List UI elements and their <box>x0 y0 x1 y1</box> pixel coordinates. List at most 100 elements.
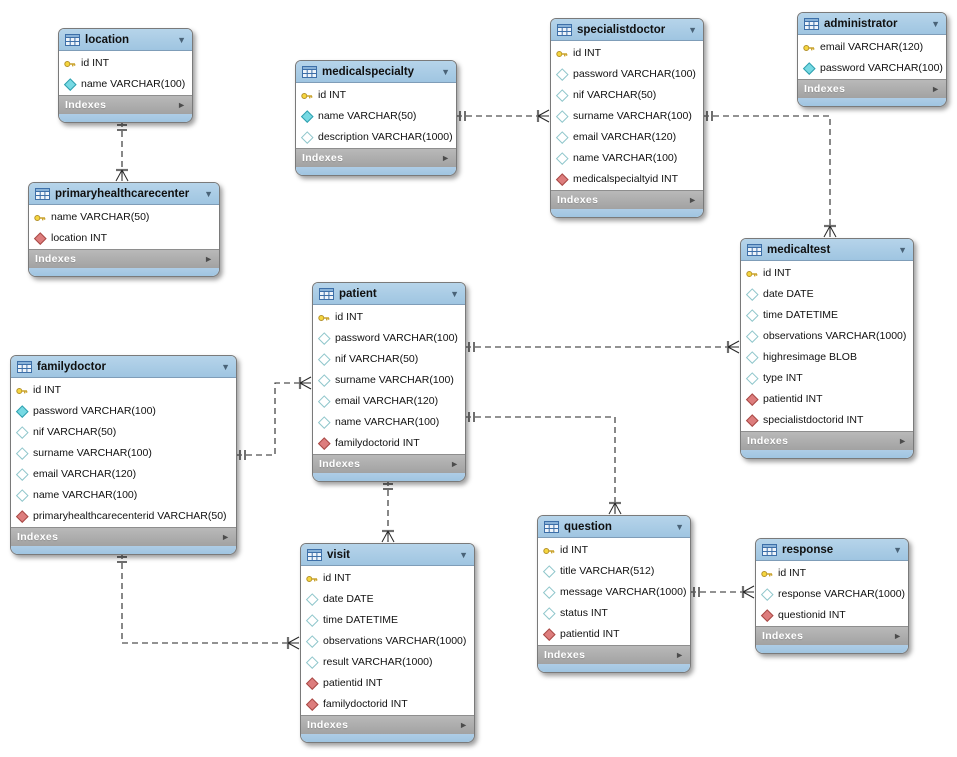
column-familydoctor-password[interactable]: password VARCHAR(100) <box>11 400 236 421</box>
column-familydoctor-nif[interactable]: nif VARCHAR(50) <box>11 421 236 442</box>
collapse-caret-icon[interactable]: ▼ <box>459 549 468 560</box>
column-question-patientid[interactable]: patientid INT <box>538 623 690 644</box>
table-header[interactable]: location ▼ <box>59 29 192 51</box>
indexes-expand-arrow-icon[interactable]: ► <box>441 152 450 163</box>
relationship-patient-question[interactable] <box>465 412 622 515</box>
column-familydoctor-primaryhealthcarecenterid[interactable]: primaryhealthcarecenterid VARCHAR(50) <box>11 505 236 526</box>
indexes-expand-arrow-icon[interactable]: ► <box>931 83 940 94</box>
column-medicaltest-observations[interactable]: observations VARCHAR(1000) <box>741 325 913 346</box>
column-visit-patientid[interactable]: patientid INT <box>301 672 474 693</box>
indexes-expand-arrow-icon[interactable]: ► <box>688 194 697 205</box>
indexes-expand-arrow-icon[interactable]: ► <box>177 99 186 110</box>
column-visit-familydoctorid[interactable]: familydoctorid INT <box>301 693 474 714</box>
column-patient-surname[interactable]: surname VARCHAR(100) <box>313 369 465 390</box>
column-question-id[interactable]: id INT <box>538 539 690 560</box>
table-header[interactable]: administrator ▼ <box>798 13 946 35</box>
column-specialistdoctor-email[interactable]: email VARCHAR(120) <box>551 126 703 147</box>
collapse-caret-icon[interactable]: ▼ <box>441 66 450 77</box>
column-medicalspecialty-name[interactable]: name VARCHAR(50) <box>296 105 456 126</box>
collapse-caret-icon[interactable]: ▼ <box>931 18 940 29</box>
column-primaryhealthcarecenter-name[interactable]: name VARCHAR(50) <box>29 206 219 227</box>
column-location-id[interactable]: id INT <box>59 52 192 73</box>
column-medicalspecialty-description[interactable]: description VARCHAR(1000) <box>296 126 456 147</box>
indexes-expand-arrow-icon[interactable]: ► <box>675 649 684 660</box>
column-familydoctor-surname[interactable]: surname VARCHAR(100) <box>11 442 236 463</box>
column-patient-email[interactable]: email VARCHAR(120) <box>313 390 465 411</box>
table-header[interactable]: response ▼ <box>756 539 908 561</box>
column-response-response[interactable]: response VARCHAR(1000) <box>756 583 908 604</box>
column-specialistdoctor-nif[interactable]: nif VARCHAR(50) <box>551 84 703 105</box>
column-patient-familydoctorid[interactable]: familydoctorid INT <box>313 432 465 453</box>
relationship-medicalspecialty-specialistdoctor[interactable] <box>456 109 550 123</box>
column-familydoctor-id[interactable]: id INT <box>11 379 236 400</box>
relationship-patient-medicaltest[interactable] <box>465 340 740 354</box>
indexes-expand-arrow-icon[interactable]: ► <box>221 531 230 542</box>
column-medicaltest-specialistdoctorid[interactable]: specialistdoctorid INT <box>741 409 913 430</box>
column-question-message[interactable]: message VARCHAR(1000) <box>538 581 690 602</box>
collapse-caret-icon[interactable]: ▼ <box>898 244 907 255</box>
column-visit-observations[interactable]: observations VARCHAR(1000) <box>301 630 474 651</box>
indexes-expand-arrow-icon[interactable]: ► <box>459 719 468 730</box>
table-header[interactable]: question ▼ <box>538 516 690 538</box>
collapse-caret-icon[interactable]: ▼ <box>204 188 213 199</box>
collapse-caret-icon[interactable]: ▼ <box>221 361 230 372</box>
indexes-expand-arrow-icon[interactable]: ► <box>450 458 459 469</box>
column-specialistdoctor-id[interactable]: id INT <box>551 42 703 63</box>
collapse-caret-icon[interactable]: ▼ <box>450 288 459 299</box>
collapse-caret-icon[interactable]: ▼ <box>893 544 902 555</box>
column-administrator-password[interactable]: password VARCHAR(100) <box>798 57 946 78</box>
column-medicalspecialty-id[interactable]: id INT <box>296 84 456 105</box>
table-header[interactable]: visit ▼ <box>301 544 474 566</box>
relationship-question-response[interactable] <box>690 585 755 599</box>
indexes-row[interactable]: Indexes ► <box>296 148 456 167</box>
column-primaryhealthcarecenter-location[interactable]: location INT <box>29 227 219 248</box>
table-header[interactable]: familydoctor ▼ <box>11 356 236 378</box>
column-question-title[interactable]: title VARCHAR(512) <box>538 560 690 581</box>
column-medicaltest-patientid[interactable]: patientid INT <box>741 388 913 409</box>
table-header[interactable]: specialistdoctor ▼ <box>551 19 703 41</box>
table-administrator[interactable]: administrator ▼ email VARCHAR(120)passwo… <box>797 12 947 107</box>
column-specialistdoctor-surname[interactable]: surname VARCHAR(100) <box>551 105 703 126</box>
indexes-row[interactable]: Indexes ► <box>313 454 465 473</box>
column-administrator-email[interactable]: email VARCHAR(120) <box>798 36 946 57</box>
relationship-familydoctor-patient[interactable] <box>236 376 312 460</box>
column-visit-result[interactable]: result VARCHAR(1000) <box>301 651 474 672</box>
column-patient-id[interactable]: id INT <box>313 306 465 327</box>
indexes-row[interactable]: Indexes ► <box>741 431 913 450</box>
column-familydoctor-email[interactable]: email VARCHAR(120) <box>11 463 236 484</box>
column-location-name[interactable]: name VARCHAR(100) <box>59 73 192 94</box>
column-question-status[interactable]: status INT <box>538 602 690 623</box>
indexes-row[interactable]: Indexes ► <box>798 79 946 98</box>
column-specialistdoctor-medicalspecialtyid[interactable]: medicalspecialtyid INT <box>551 168 703 189</box>
indexes-row[interactable]: Indexes ► <box>59 95 192 114</box>
column-medicaltest-highresimage[interactable]: highresimage BLOB <box>741 346 913 367</box>
indexes-row[interactable]: Indexes ► <box>11 527 236 546</box>
column-patient-nif[interactable]: nif VARCHAR(50) <box>313 348 465 369</box>
indexes-row[interactable]: Indexes ► <box>551 190 703 209</box>
column-response-id[interactable]: id INT <box>756 562 908 583</box>
indexes-expand-arrow-icon[interactable]: ► <box>204 253 213 264</box>
indexes-expand-arrow-icon[interactable]: ► <box>898 435 907 446</box>
column-specialistdoctor-name[interactable]: name VARCHAR(100) <box>551 147 703 168</box>
column-visit-time[interactable]: time DATETIME <box>301 609 474 630</box>
column-specialistdoctor-password[interactable]: password VARCHAR(100) <box>551 63 703 84</box>
indexes-row[interactable]: Indexes ► <box>29 249 219 268</box>
collapse-caret-icon[interactable]: ▼ <box>177 34 186 45</box>
column-medicaltest-date[interactable]: date DATE <box>741 283 913 304</box>
column-visit-id[interactable]: id INT <box>301 567 474 588</box>
column-patient-password[interactable]: password VARCHAR(100) <box>313 327 465 348</box>
relationship-patient-visit[interactable] <box>381 480 395 543</box>
relationship-familydoctor-visit[interactable] <box>117 553 300 650</box>
table-header[interactable]: medicaltest ▼ <box>741 239 913 261</box>
column-visit-date[interactable]: date DATE <box>301 588 474 609</box>
column-medicaltest-type[interactable]: type INT <box>741 367 913 388</box>
